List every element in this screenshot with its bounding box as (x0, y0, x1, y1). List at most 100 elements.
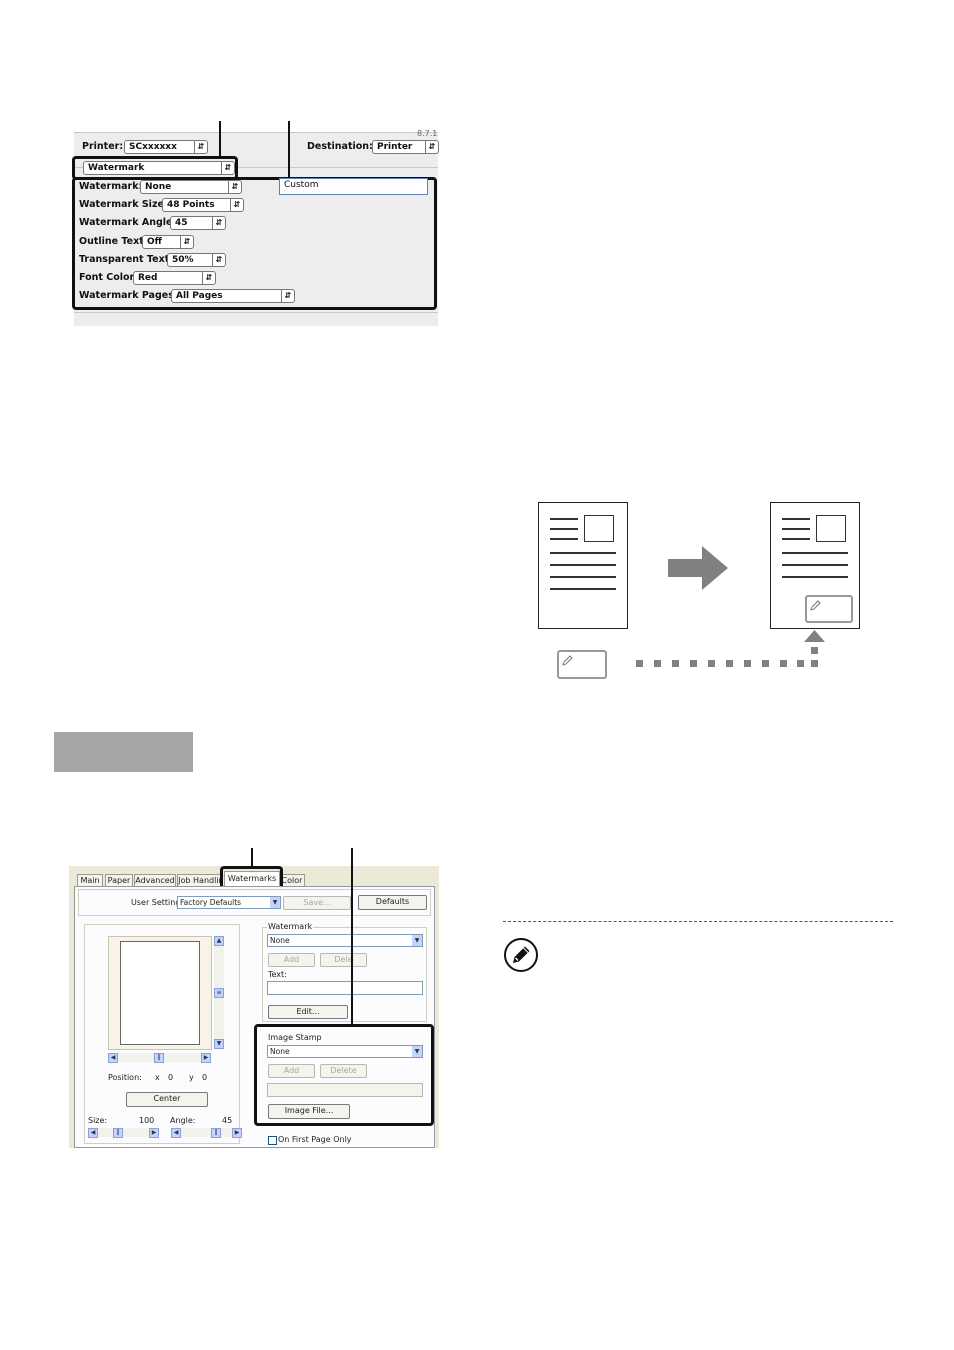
note-pencil-icon (504, 938, 538, 972)
x-label: x (155, 1073, 160, 1082)
watermark-label: Watermark: (79, 181, 143, 192)
scroll-left-icon[interactable]: ◀ (171, 1128, 181, 1138)
watermark-angle-popup[interactable]: 45 ⇵ (170, 216, 226, 230)
tab-color[interactable]: Color (279, 874, 305, 887)
size-value: 100 (139, 1116, 155, 1125)
y-label: y (189, 1073, 194, 1082)
callout-line (288, 121, 290, 181)
size-label: Size: (88, 1116, 108, 1125)
transparent-text-label: Transparent Text: (79, 254, 174, 265)
first-page-checkbox[interactable] (268, 1136, 277, 1145)
watermark-group (262, 927, 427, 1022)
scroll-thumb-icon[interactable]: ≡ (214, 988, 224, 998)
tab-paper[interactable]: Paper (105, 874, 133, 887)
image-block (584, 515, 614, 542)
watermark-size-label: Watermark Size: (79, 199, 168, 210)
watermark-angle-label: Watermark Angle: (79, 217, 177, 228)
watermark-popup[interactable]: None⇵ (140, 180, 242, 194)
image-file-button[interactable]: Image File... (268, 1104, 350, 1119)
user-settings-combo[interactable]: Factory Defaults ▼ (177, 896, 281, 909)
size-slider[interactable] (88, 1128, 158, 1137)
printer-label: Printer: (82, 141, 124, 152)
stamp-image-icon (557, 650, 607, 679)
scroll-left-icon[interactable]: ◀ (88, 1128, 98, 1138)
x-value: 0 (168, 1073, 174, 1082)
font-color-value: Red (138, 273, 158, 283)
panel-popup[interactable]: Watermark⇵ (83, 161, 235, 175)
scroll-down-icon[interactable]: ▼ (214, 1039, 224, 1049)
image-path-field[interactable] (267, 1083, 423, 1097)
callout-line (351, 848, 353, 1025)
font-color-popup[interactable]: Red⇵ (133, 271, 216, 285)
delete-button[interactable]: Dele (320, 953, 367, 967)
callout-line (251, 848, 253, 867)
tab-advanced[interactable]: Advanced (134, 874, 176, 887)
watermark-angle-value: 45 (175, 218, 188, 228)
scroll-left-icon[interactable]: ◀ (108, 1053, 118, 1063)
version-label: 8.7.1 (417, 129, 438, 138)
panel-value: Watermark (88, 163, 145, 173)
printer-value: SCxxxxxx (129, 142, 177, 152)
add-button[interactable]: Add (268, 953, 315, 967)
transparent-text-popup[interactable]: 50%⇵ (167, 253, 226, 267)
first-page-label: On First Page Only (278, 1135, 352, 1144)
scroll-thumb-icon[interactable]: ‖ (113, 1128, 123, 1138)
callout-image-stamp (254, 1024, 434, 1126)
arrow-right-icon (668, 546, 728, 590)
center-button[interactable]: Center (126, 1092, 208, 1107)
scroll-right-icon[interactable]: ▶ (149, 1128, 159, 1138)
user-settings-group (78, 889, 431, 916)
watermark-size-popup[interactable]: 48 Points⇵ (162, 198, 244, 212)
stamp-delete-button[interactable]: Delete (320, 1064, 367, 1078)
watermark-value: None (145, 182, 172, 192)
updown-icon: ⇵ (194, 141, 207, 153)
scroll-thumb-icon[interactable]: ‖ (154, 1053, 164, 1063)
watermark-pages-popup[interactable]: All Pages⇵ (171, 289, 295, 303)
save-button[interactable]: Save... (283, 896, 351, 910)
pencil-icon (810, 600, 821, 611)
watermark-combo[interactable]: None ▼ (267, 934, 423, 947)
custom-text-field[interactable]: Custom (279, 178, 428, 195)
scroll-up-icon[interactable]: ▲ (214, 936, 224, 946)
preview-page (120, 941, 200, 1045)
defaults-button[interactable]: Defaults (358, 895, 427, 910)
y-value: 0 (202, 1073, 208, 1082)
printer-popup[interactable]: SCxxxxxx ⇵ (124, 140, 208, 154)
chevron-down-icon: ▼ (412, 1046, 422, 1057)
watermark-group-label: Watermark (267, 922, 314, 931)
original-document-icon (538, 502, 628, 629)
updown-icon: ⇵ (212, 217, 225, 229)
stamp-image-icon (805, 595, 853, 623)
scroll-right-icon[interactable]: ▶ (232, 1128, 242, 1138)
text-input[interactable] (267, 981, 423, 995)
transparent-text-value: 50% (172, 255, 194, 265)
user-settings-value: Factory Defaults (180, 898, 242, 907)
image-block (816, 515, 846, 542)
edit-button[interactable]: Edit... (268, 1005, 348, 1019)
image-stamp-group-label: Image Stamp (267, 1033, 323, 1042)
stamp-add-button[interactable]: Add (268, 1064, 315, 1078)
outline-text-popup[interactable]: Off⇵ (142, 235, 194, 249)
destination-popup[interactable]: Printer⇵ (372, 140, 439, 154)
user-settings-label: User Settings: (131, 898, 188, 907)
watermark-pages-label: Watermark Pages: (79, 290, 178, 301)
scroll-right-icon[interactable]: ▶ (201, 1053, 211, 1063)
angle-slider[interactable] (171, 1128, 241, 1137)
custom-value: Custom (284, 180, 319, 190)
section-tab (54, 732, 193, 772)
scroll-thumb-icon[interactable]: ‖ (211, 1128, 221, 1138)
updown-icon: ⇵ (230, 199, 243, 211)
outline-text-value: Off (147, 237, 162, 247)
destination-value: Printer (377, 142, 413, 152)
chevron-down-icon: ▼ (412, 935, 422, 946)
angle-label: Angle: (170, 1116, 196, 1125)
preview-group (84, 924, 240, 1144)
chevron-down-icon: ▼ (270, 897, 280, 908)
image-stamp-combo[interactable]: None▼ (267, 1045, 423, 1058)
dotted-arrow-icon (636, 630, 825, 667)
font-color-label: Font Color: (79, 272, 139, 283)
text-label: Text: (268, 970, 287, 979)
watermark-combo-value: None (270, 936, 290, 945)
tab-main[interactable]: Main (77, 874, 103, 887)
position-label: Position: (108, 1073, 142, 1082)
